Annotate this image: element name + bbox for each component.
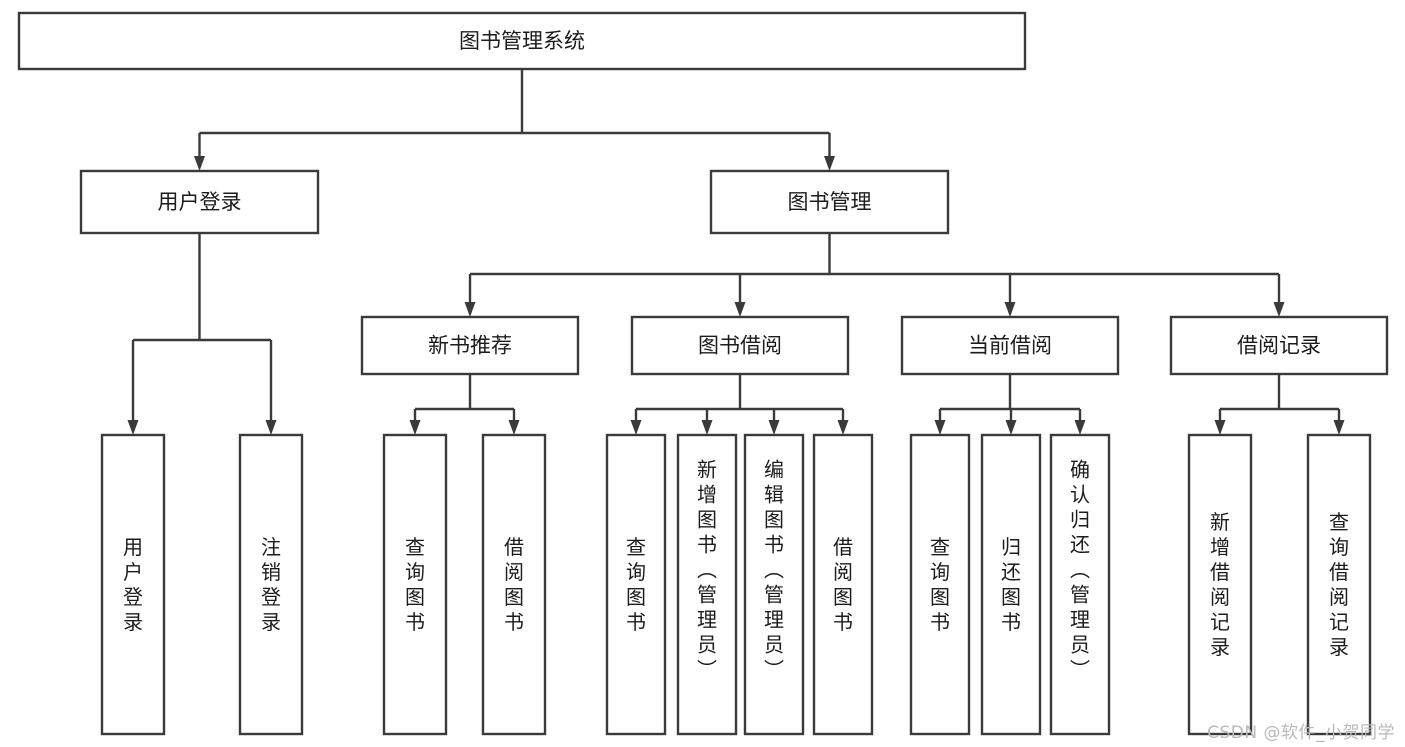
node-leaf-query-book-1-label: 查询图书 bbox=[405, 535, 425, 634]
node-new-book-recommend-box bbox=[360, 315, 580, 376]
connector-bookmanage-to-level3 bbox=[464, 233, 1285, 317]
node-leaf-edit-book[interactable]: 编辑图书︵管理员︶ bbox=[743, 433, 805, 736]
node-book-borrow-label: 图书借阅 bbox=[698, 334, 782, 358]
node-leaf-return-book[interactable]: 归还图书 bbox=[980, 433, 1042, 736]
node-leaf-user-login-box bbox=[100, 433, 166, 736]
node-leaf-edit-book-box bbox=[743, 433, 805, 736]
node-user-login[interactable]: 用户登录 bbox=[79, 169, 320, 235]
connector-new-book-recommend-to-leaves bbox=[409, 374, 520, 435]
connector-borrow-record-to-leaves bbox=[1214, 374, 1345, 435]
node-current-borrow-box bbox=[900, 315, 1120, 376]
node-leaf-confirm-return-box bbox=[1049, 433, 1111, 736]
node-new-book-recommend[interactable]: 新书推荐 bbox=[360, 315, 580, 376]
node-leaf-query-book-3-box bbox=[909, 433, 971, 736]
node-leaf-borrow-book-1-box bbox=[481, 433, 547, 736]
node-leaf-borrow-book-2-box bbox=[812, 433, 874, 736]
node-book-manage-label: 图书管理 bbox=[788, 190, 872, 214]
node-leaf-borrow-book-2[interactable]: 借阅图书 bbox=[812, 433, 874, 736]
node-book-manage[interactable]: 图书管理 bbox=[709, 169, 950, 235]
node-current-borrow[interactable]: 当前借阅 bbox=[900, 315, 1120, 376]
node-leaf-query-book-1-box bbox=[382, 433, 448, 736]
node-leaf-query-book-2-label: 查询图书 bbox=[626, 535, 646, 634]
node-user-login-label: 用户登录 bbox=[158, 190, 242, 214]
node-leaf-query-book-2-box bbox=[605, 433, 667, 736]
connector-userlogin-to-leaves bbox=[127, 233, 277, 435]
node-leaf-add-book[interactable]: 新增图书︵管理员︶ bbox=[676, 433, 738, 736]
node-leaf-edit-book-label: 编辑图书︵管理员︶ bbox=[764, 458, 784, 682]
node-leaf-user-logout[interactable]: 注销登录 bbox=[238, 433, 304, 736]
node-leaf-user-login[interactable]: 用户登录 bbox=[100, 433, 166, 736]
node-leaf-query-record-box bbox=[1306, 433, 1372, 736]
node-user-login-box bbox=[79, 169, 320, 235]
node-leaf-confirm-return-label: 确认归还︵管理员︶ bbox=[1070, 458, 1090, 682]
node-root-system-box bbox=[17, 11, 1027, 71]
node-leaf-add-record-label: 新增借阅记录 bbox=[1210, 510, 1230, 659]
node-leaf-query-book-2[interactable]: 查询图书 bbox=[605, 433, 667, 736]
connector-root-to-level2 bbox=[194, 69, 835, 171]
node-leaf-borrow-book-1-label: 借阅图书 bbox=[504, 535, 524, 634]
node-book-manage-box bbox=[709, 169, 950, 235]
node-leaf-query-book-1[interactable]: 查询图书 bbox=[382, 433, 448, 736]
node-leaf-query-record-label: 查询借阅记录 bbox=[1329, 510, 1349, 659]
node-book-borrow-box bbox=[630, 315, 850, 376]
node-borrow-record[interactable]: 借阅记录 bbox=[1169, 315, 1389, 376]
node-leaf-add-book-label: 新增图书︵管理员︶ bbox=[697, 458, 717, 682]
node-leaf-borrow-book-1[interactable]: 借阅图书 bbox=[481, 433, 547, 736]
node-book-borrow[interactable]: 图书借阅 bbox=[630, 315, 850, 376]
node-leaf-query-book-3-label: 查询图书 bbox=[930, 535, 950, 634]
connector-book-borrow-to-leaves bbox=[630, 374, 849, 435]
node-leaf-add-record-box bbox=[1187, 433, 1253, 736]
node-leaf-user-login-label: 用户登录 bbox=[123, 535, 143, 634]
node-root-system[interactable]: 图书管理系统 bbox=[17, 11, 1027, 71]
node-new-book-recommend-label: 新书推荐 bbox=[428, 334, 512, 358]
node-leaf-query-book-3[interactable]: 查询图书 bbox=[909, 433, 971, 736]
node-leaf-add-record[interactable]: 新增借阅记录 bbox=[1187, 433, 1253, 736]
connector-current-borrow-to-leaves bbox=[934, 374, 1086, 435]
connector-lines bbox=[127, 69, 1345, 435]
node-boxes: 图书管理系统用户登录图书管理新书推荐图书借阅当前借阅借阅记录用户登录注销登录查询… bbox=[17, 11, 1389, 736]
node-leaf-user-logout-label: 注销登录 bbox=[261, 535, 281, 634]
node-root-system-label: 图书管理系统 bbox=[459, 29, 585, 53]
node-borrow-record-box bbox=[1169, 315, 1389, 376]
node-leaf-confirm-return[interactable]: 确认归还︵管理员︶ bbox=[1049, 433, 1111, 736]
node-borrow-record-label: 借阅记录 bbox=[1237, 334, 1321, 358]
node-leaf-borrow-book-2-label: 借阅图书 bbox=[833, 535, 853, 634]
node-leaf-return-book-label: 归还图书 bbox=[1001, 535, 1021, 634]
node-leaf-return-book-box bbox=[980, 433, 1042, 736]
node-leaf-query-record[interactable]: 查询借阅记录 bbox=[1306, 433, 1372, 736]
node-leaf-user-logout-box bbox=[238, 433, 304, 736]
node-leaf-add-book-box bbox=[676, 433, 738, 736]
node-current-borrow-label: 当前借阅 bbox=[968, 334, 1052, 358]
